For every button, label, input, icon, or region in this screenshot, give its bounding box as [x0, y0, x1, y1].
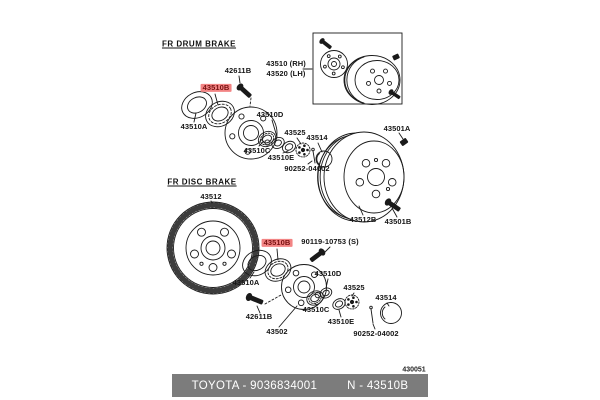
part-label-43525[interactable]: 43525: [284, 127, 306, 137]
part-label-43510c[interactable]: 43510C: [302, 304, 330, 314]
drum-wheel-stud-drawing: [235, 82, 254, 100]
drum-grease-seal-drawing: [181, 91, 213, 119]
drum-thrust-washer-drawing: [271, 137, 285, 149]
part-label-43510d[interactable]: 43510D: [256, 109, 284, 119]
drum-clip-nut-drawing: [399, 137, 409, 147]
disc-rotor-drawing: [166, 201, 260, 295]
footer-plate: TOYOTA - 9036834001 N - 43510B: [172, 374, 428, 397]
drum-inset-box: [312, 32, 403, 105]
part-label-43514[interactable]: 43514: [306, 132, 328, 142]
drum-outer-bearing-drawing: [205, 100, 235, 128]
part-label-43510a[interactable]: 43510A: [180, 121, 208, 131]
section-title-fr-drum-brake: FR DRUM BRAKE: [161, 39, 237, 49]
part-label-43512b[interactable]: 43512B: [349, 214, 377, 224]
part-label-43510a[interactable]: 43510A: [232, 277, 260, 287]
part-label-43502[interactable]: 43502: [266, 326, 288, 336]
part-label-43501b[interactable]: 43501B: [384, 216, 412, 226]
part-label-42611b[interactable]: 42611B: [224, 65, 252, 75]
highlighted-part-label-43510b[interactable]: 43510B: [200, 82, 232, 93]
disc-nut-retainer-drawing: [344, 294, 360, 310]
disc-hub-bolt-drawing: [308, 247, 327, 264]
disc-grease-seal-drawing: [242, 249, 272, 277]
highlighted-part-label-43510b[interactable]: 43510B: [261, 237, 293, 248]
disc-bearing-nut-drawing: [332, 298, 346, 310]
drum-cotter-pin-drawing: [311, 147, 316, 164]
figure-sheet-number: 430051: [402, 366, 426, 374]
disc-thrust-washer-drawing: [319, 287, 333, 299]
disc-hub-drawing: [281, 264, 327, 310]
part-label-90252-04002[interactable]: 90252-04002: [284, 163, 330, 173]
part-label-43510e[interactable]: 43510E: [267, 152, 295, 162]
footer-catalog-number: TOYOTA - 9036834001: [191, 379, 318, 392]
part-label-43512[interactable]: 43512: [200, 191, 222, 201]
footer-selected-part-number: N - 43510B: [347, 379, 409, 392]
section-title-fr-disc-brake: FR DISC BRAKE: [167, 177, 237, 187]
drum-nut-retainer-drawing: [295, 142, 311, 158]
disc-wheel-stud-drawing: [244, 292, 265, 307]
part-label-43514[interactable]: 43514: [375, 292, 397, 302]
part-label-43510c[interactable]: 43510C: [243, 145, 271, 155]
part-label-43501a[interactable]: 43501A: [383, 123, 411, 133]
part-label-42611b[interactable]: 42611B: [245, 311, 273, 321]
part-label-43520-lh[interactable]: 43520 (LH): [266, 68, 306, 78]
part-label-43510d[interactable]: 43510D: [314, 268, 342, 278]
part-label-43510e[interactable]: 43510E: [327, 316, 355, 326]
disc-bearing-cap-drawing: [380, 302, 402, 324]
part-label-43525[interactable]: 43525: [343, 282, 365, 292]
brake-drum-drawing: [317, 131, 405, 223]
part-label-90119-10753-s[interactable]: 90119-10753 (S): [301, 236, 359, 246]
part-label-90252-04002[interactable]: 90252-04002: [353, 328, 399, 338]
part-label-43510-rh[interactable]: 43510 (RH): [266, 58, 306, 68]
drum-bearing-nut-drawing: [282, 140, 296, 154]
drum-inner-bearing-drawing: [257, 130, 277, 148]
disc-cotter-pin-drawing: [369, 305, 374, 324]
